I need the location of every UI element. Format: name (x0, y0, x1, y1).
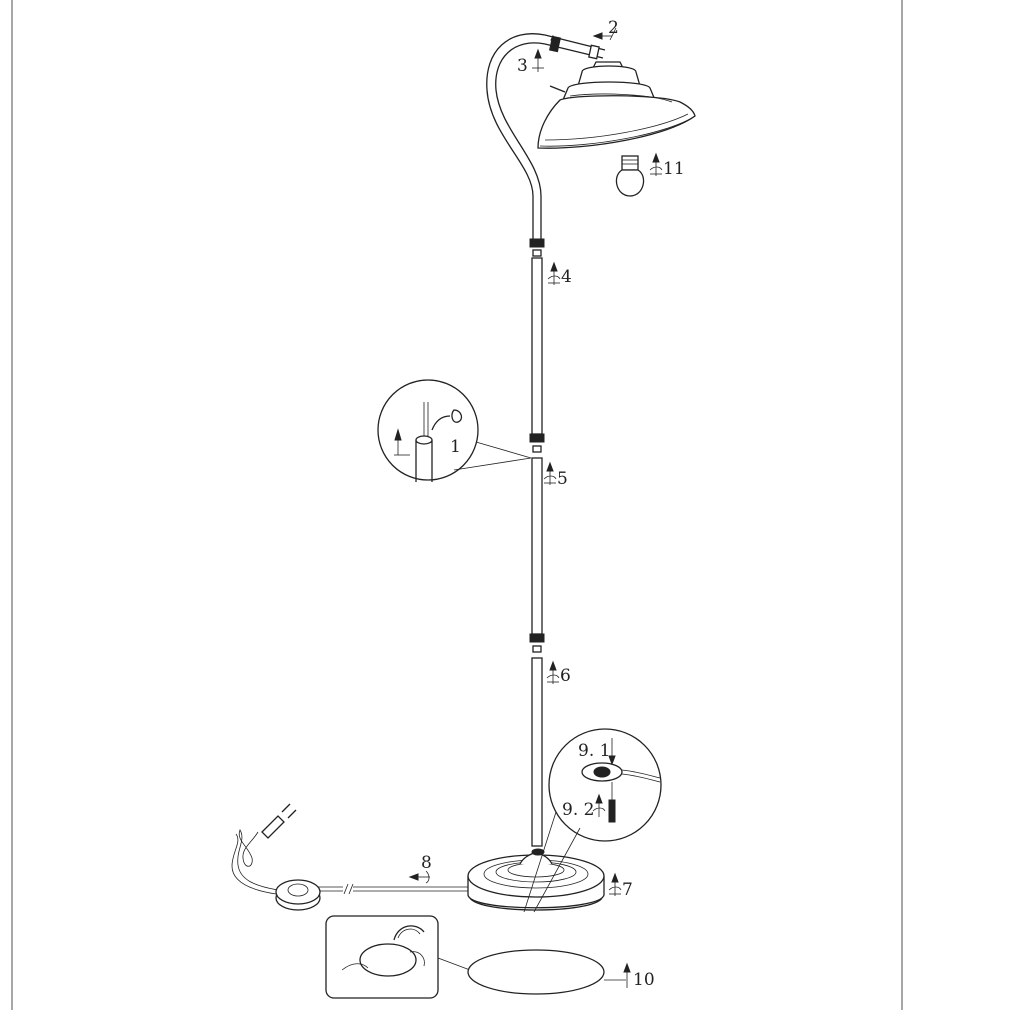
step-label-5: 5 (557, 469, 568, 489)
step-label-2: 2 (608, 18, 619, 38)
lamp-shade (537, 61, 696, 149)
tube-lower (531, 657, 543, 847)
joint-2 (529, 433, 545, 443)
step-label-10: 10 (633, 970, 655, 990)
power-plug (261, 803, 297, 839)
joint-3b (532, 645, 542, 653)
joint-1b (532, 249, 542, 257)
step-label-1: 1 (450, 437, 461, 457)
joint-3 (529, 633, 545, 643)
detail-callout-step-10 (325, 915, 626, 999)
step-label-8: 8 (421, 853, 432, 873)
step-label-3: 3 (517, 56, 528, 76)
foot-switch (275, 879, 321, 911)
step-label-7: 7 (622, 880, 633, 900)
joint-1 (529, 238, 545, 248)
tube-middle (531, 457, 543, 635)
lamp-base (467, 848, 605, 911)
tube-upper (531, 257, 543, 435)
light-bulb (615, 155, 645, 197)
detail-callout-step-1 (377, 379, 532, 482)
joint-2b (532, 445, 542, 453)
detail-callout-step-9 (523, 728, 662, 913)
power-cord (231, 829, 468, 895)
step-label-9-2: 9. 2 (562, 800, 594, 820)
step-label-4: 4 (561, 267, 572, 287)
step-arrows (408, 27, 663, 988)
step-label-6: 6 (560, 666, 571, 686)
step-label-9-1: 9. 1 (578, 741, 610, 761)
step-label-11: 11 (663, 159, 685, 179)
